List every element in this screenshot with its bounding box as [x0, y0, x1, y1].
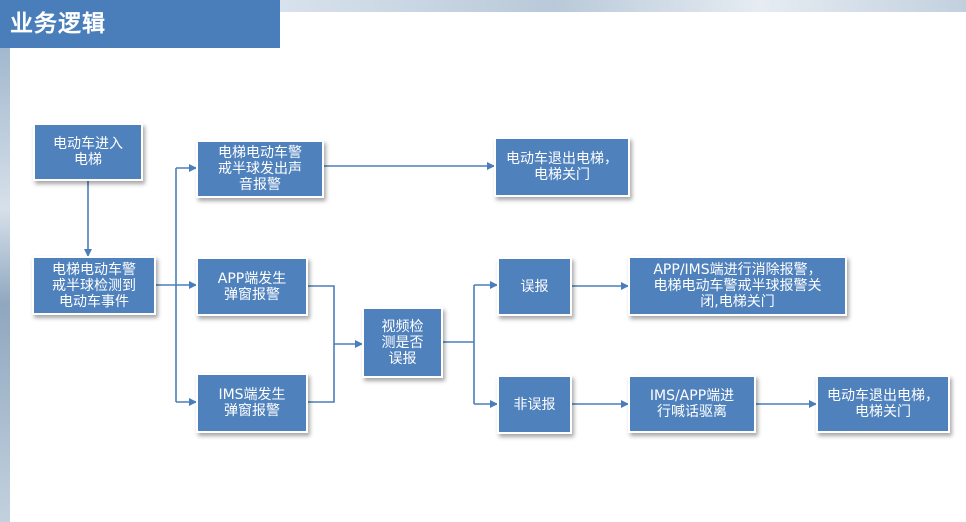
- node-text: 测是否: [381, 334, 424, 351]
- node-text: 电动车退出电梯，: [827, 388, 939, 404]
- title-bar: 业务逻辑: [0, 0, 280, 48]
- node-text: 电梯: [74, 152, 102, 168]
- node-exit-elevator-1: 电动车退出电梯，电梯关门: [494, 137, 630, 197]
- node-ims-popup-alarm: IMS端发生弹窗报警: [196, 373, 308, 433]
- node-not-false-alarm: 非误报: [497, 375, 572, 434]
- node-text: 电梯关门: [855, 404, 911, 420]
- node-text: 误报: [388, 350, 417, 367]
- node-text: APP端发生: [217, 270, 287, 287]
- node-text: 电动车进入: [53, 136, 123, 152]
- node-text: 弹窗报警: [223, 403, 280, 419]
- node-text: 电动车事件: [59, 293, 129, 310]
- node-text: 闭,电梯关门: [700, 294, 775, 310]
- node-text: 电动车退出电梯，: [506, 151, 618, 167]
- node-text: 误报: [520, 278, 549, 295]
- arrow-ims-to-video: [308, 344, 335, 403]
- node-detect-event: 电梯电动车警戒半球检测到电动车事件: [32, 256, 156, 315]
- node-text: 电梯电动车警戒半球报警关: [653, 278, 822, 294]
- node-text: 弹窗报警: [224, 286, 280, 303]
- node-text: 行喊话驱离: [657, 404, 727, 420]
- node-exit-elevator-2: 电动车退出电梯，电梯关门: [816, 375, 950, 433]
- node-text: IMS/APP端进: [649, 388, 735, 404]
- node-text: 音报警: [239, 177, 281, 193]
- node-sound-alarm: 电梯电动车警戒半球发出声音报警: [196, 140, 324, 198]
- node-text: 戒半球发出声: [218, 161, 302, 177]
- node-text: 电梯电动车警: [218, 145, 302, 161]
- node-video-check: 视频检测是否误报: [362, 307, 443, 378]
- node-text: 视频检: [381, 318, 424, 335]
- node-shout-drive-away: IMS/APP端进行喊话驱离: [628, 375, 756, 433]
- node-false-alarm: 误报: [497, 257, 572, 316]
- node-app-popup-alarm: APP端发生弹窗报警: [196, 257, 308, 316]
- node-clear-alarm: APP/IMS端进行消除报警，电梯电动车警戒半球报警关闭,电梯关门: [628, 256, 847, 316]
- node-text: 戒半球检测到: [52, 277, 136, 294]
- arrow-app-to-video: [308, 285, 363, 348]
- node-text: 电梯电动车警: [52, 261, 136, 278]
- node-enter-elevator: 电动车进入电梯: [33, 123, 143, 181]
- background-decoration-left: [0, 40, 10, 522]
- node-text: 非误报: [513, 396, 556, 413]
- node-text: IMS端发生: [218, 387, 286, 403]
- node-text: 电梯关门: [534, 167, 590, 183]
- node-text: APP/IMS端进行消除报警，: [653, 262, 822, 278]
- background-decoration-top: [280, 0, 966, 12]
- page-title: 业务逻辑: [10, 11, 106, 37]
